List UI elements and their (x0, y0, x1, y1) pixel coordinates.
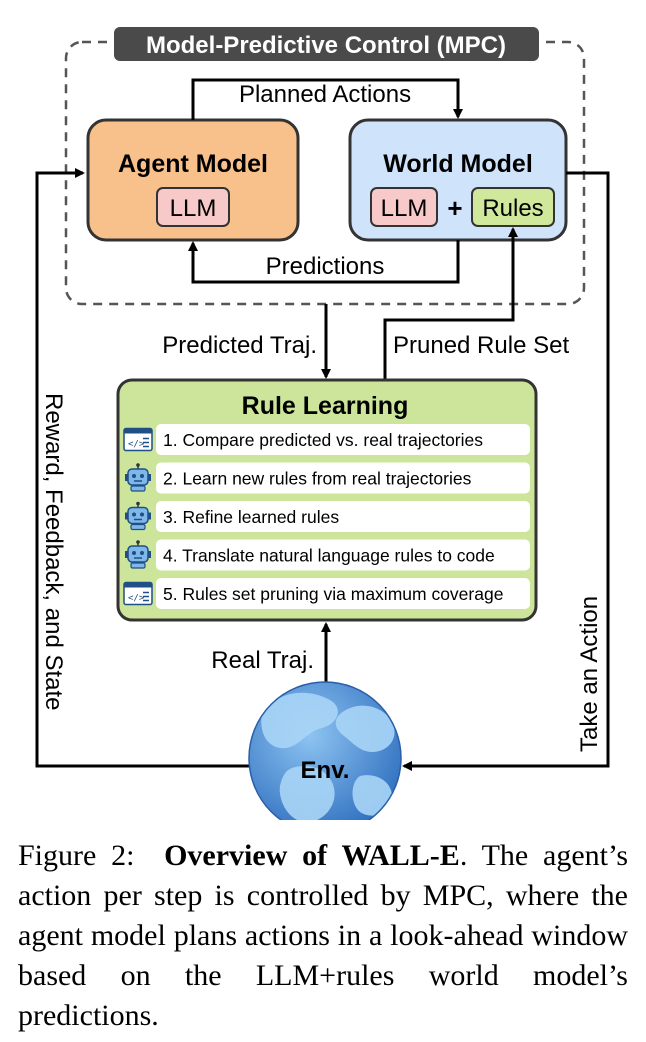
rule-step-text: 4. Translate natural language rules to c… (163, 546, 495, 566)
pruned-rule-set-arrow (383, 227, 518, 380)
pruned-rule-set-label: Pruned Rule Set (393, 332, 569, 359)
caption-prefix: Figure 2: (18, 839, 135, 872)
agent-llm-box (156, 187, 230, 227)
rule-step-text: 2. Learn new rules from real trajectorie… (163, 469, 472, 489)
env-label: Env. (301, 757, 350, 784)
take-an-action-label: Take an Action (576, 596, 603, 752)
rule-step-2: 2. Learn new rules from real trajectorie… (125, 462, 530, 494)
reward-feedback-state-arrow (35, 168, 250, 768)
earth-globe-icon (248, 681, 402, 820)
code-window-icon: </> (123, 581, 153, 606)
world-plus-sign: + (447, 193, 462, 223)
rule-step-4: 4. Translate natural language rules to c… (125, 539, 530, 571)
code-window-icon: </> (123, 427, 153, 452)
rule-step-text: 3. Refine learned rules (163, 507, 339, 527)
planned-actions-arrow (191, 78, 463, 120)
svg-text:</>: </> (128, 594, 145, 604)
world-rules-box (471, 187, 555, 227)
svg-text:</>: </> (128, 440, 145, 450)
agent-model-title: Agent Model (118, 150, 268, 178)
robot-icon (125, 540, 151, 569)
robot-icon (125, 501, 151, 531)
rule-step-5: </> 5. Rules set pruning via maximum cove… (123, 578, 530, 609)
rule-learning-steps: </> 1. Compare predicted vs. real traject… (123, 424, 530, 609)
rule-step-3: 3. Refine learned rules (125, 501, 530, 532)
predictions-arrow (188, 240, 460, 284)
caption-title: Overview of WALL-E (164, 839, 460, 872)
world-llm-label: LLM (381, 195, 428, 222)
rule-learning-title: Rule Learning (242, 392, 409, 420)
world-model-title: World Model (383, 150, 533, 178)
rule-step-text: 1. Compare predicted vs. real trajectori… (163, 430, 483, 450)
robot-icon (125, 463, 151, 492)
predictions-label: Predictions (266, 253, 385, 280)
take-an-action-arrow (402, 171, 610, 771)
world-rules-label: Rules (482, 195, 543, 222)
agent-llm-label: LLM (170, 195, 217, 222)
mpc-title: Model-Predictive Control (MPC) (146, 32, 506, 59)
mpc-title-bar (114, 27, 539, 61)
real-traj-label: Real Traj. (211, 647, 314, 674)
rule-step-1: </> 1. Compare predicted vs. real traject… (123, 424, 530, 455)
figure-caption: Figure 2: Overview of WALL-E. The agent’… (18, 836, 628, 1036)
caption-body: . The agent’s action per step is control… (18, 839, 629, 1032)
rule-step-text: 5. Rules set pruning via maximum coverag… (163, 584, 503, 604)
world-llm-box (370, 187, 438, 227)
predicted-traj-label: Predicted Traj. (162, 332, 317, 359)
reward-feedback-state-label: Reward, Feedback, and State (40, 393, 67, 711)
planned-actions-label: Planned Actions (239, 81, 411, 108)
